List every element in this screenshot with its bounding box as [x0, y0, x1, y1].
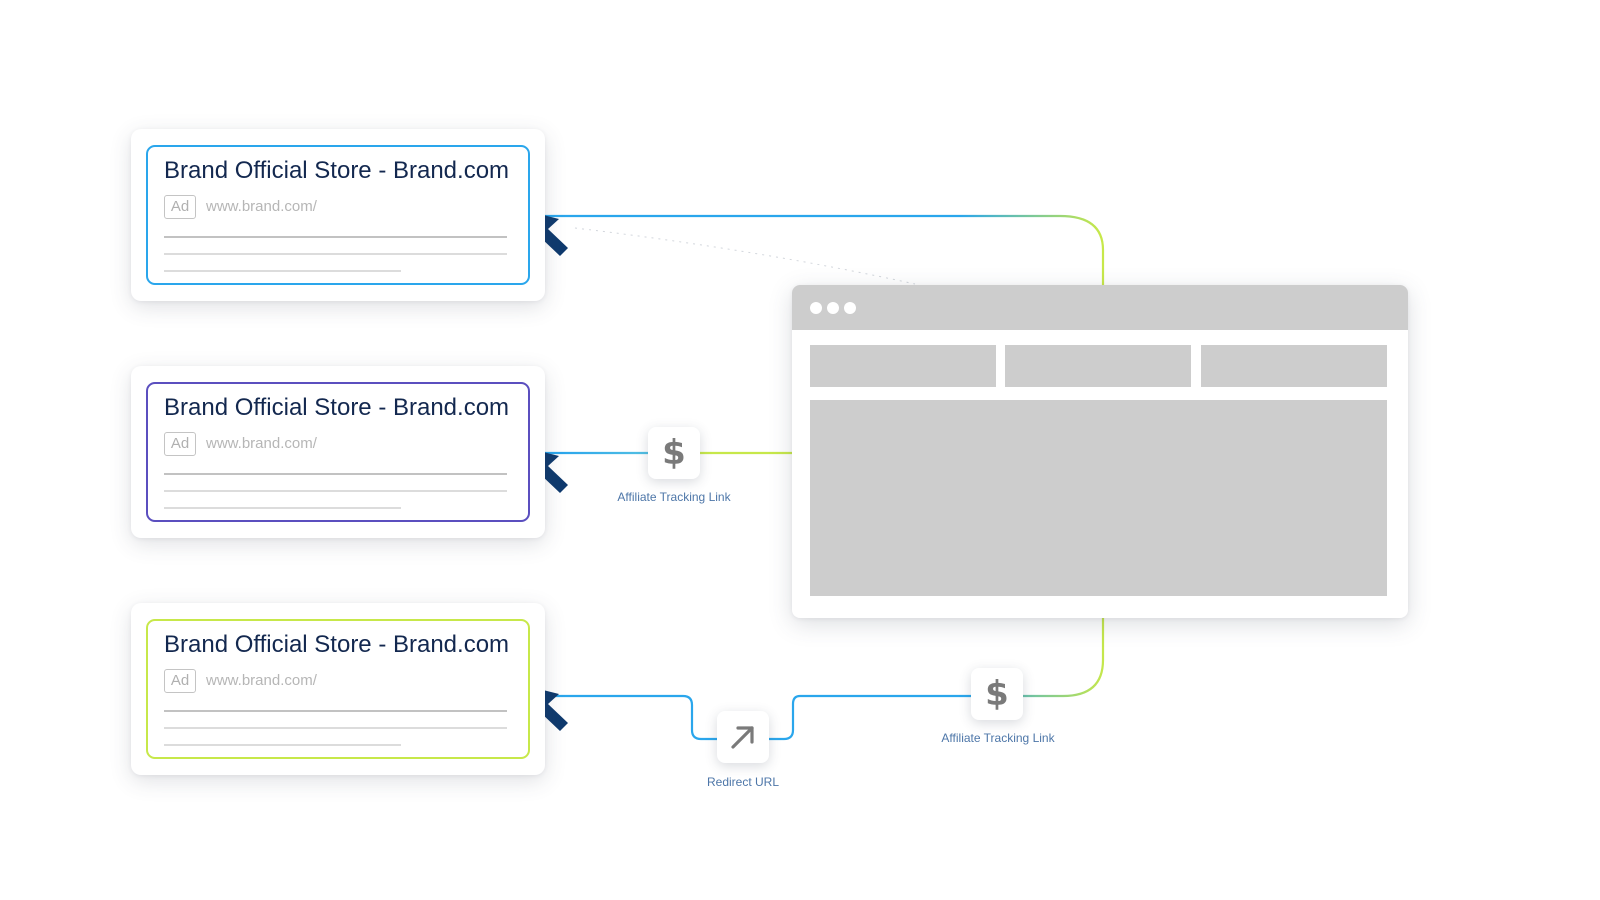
window-dot-icon	[827, 302, 839, 314]
ad-description-line	[164, 270, 401, 272]
ad-description-line	[164, 507, 401, 509]
ad-description-line	[164, 490, 507, 492]
ad-card-border: Brand Official Store - Brand.com Ad www.…	[146, 145, 530, 285]
ad-url: www.brand.com/	[206, 435, 317, 452]
ad-title[interactable]: Brand Official Store - Brand.com	[164, 394, 510, 421]
ad-card-border: Brand Official Store - Brand.com Ad www.…	[146, 382, 530, 522]
search-ad-card-3[interactable]: Brand Official Store - Brand.com Ad www.…	[131, 603, 545, 775]
ad-url: www.brand.com/	[206, 198, 317, 215]
ad-description-line	[164, 236, 507, 238]
ad-description-line	[164, 727, 507, 729]
ad-card-border: Brand Official Store - Brand.com Ad www.…	[146, 619, 530, 759]
browser-window	[792, 285, 1408, 618]
page-content-placeholder	[810, 400, 1387, 596]
page-nav-placeholder	[810, 345, 996, 387]
dollar-icon: $	[985, 674, 1009, 714]
dotted-trail	[574, 227, 916, 285]
ad-description-line	[164, 473, 507, 475]
redirect-url-node	[717, 711, 769, 763]
flow-line-bottom	[545, 618, 1105, 741]
window-dot-icon	[810, 302, 822, 314]
ad-badge: Ad	[164, 669, 196, 693]
ad-badge: Ad	[164, 432, 196, 456]
arrow-up-right-icon	[731, 726, 754, 749]
ad-description-line	[164, 253, 507, 255]
page-nav-placeholder	[1201, 345, 1387, 387]
affiliate-tracking-node-bottom: $	[971, 668, 1023, 720]
search-ad-card-2[interactable]: Brand Official Store - Brand.com Ad www.…	[131, 366, 545, 538]
page-nav-placeholder	[1005, 345, 1191, 387]
ad-badge: Ad	[164, 195, 196, 219]
redirect-url-label: Redirect URL	[706, 775, 780, 789]
flow-line-top	[540, 214, 1105, 285]
ad-description-line	[164, 710, 507, 712]
ad-title[interactable]: Brand Official Store - Brand.com	[164, 157, 510, 184]
affiliate-tracking-node-middle: $	[648, 427, 700, 479]
affiliate-tracking-label: Affiliate Tracking Link	[617, 490, 731, 504]
ad-url: www.brand.com/	[206, 672, 317, 689]
ad-description-line	[164, 744, 401, 746]
browser-title-bar	[792, 285, 1408, 330]
search-ad-card-1[interactable]: Brand Official Store - Brand.com Ad www.…	[131, 129, 545, 301]
window-dot-icon	[844, 302, 856, 314]
ad-title[interactable]: Brand Official Store - Brand.com	[164, 631, 510, 658]
affiliate-tracking-label: Affiliate Tracking Link	[941, 731, 1055, 745]
dollar-icon: $	[662, 433, 686, 473]
